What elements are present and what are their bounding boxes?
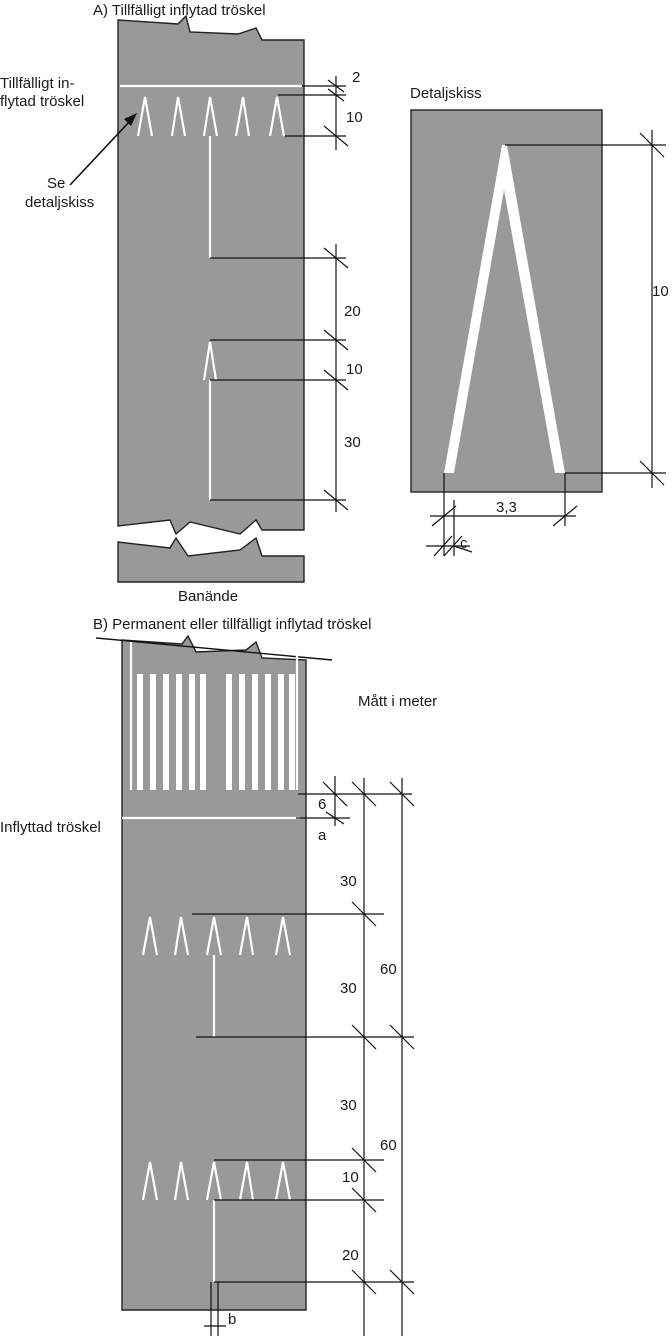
dim-a-2: 2 <box>352 69 360 86</box>
dim-a-10b: 10 <box>346 361 363 378</box>
dim-b-6: 6 <box>318 796 326 813</box>
label-temporary-threshold-2: flytad tröskel <box>0 93 84 110</box>
title-section-a: A) Tillfälligt inflytad tröskel <box>93 2 266 19</box>
arrowhead-row-b-2 <box>141 1161 292 1201</box>
dimension-lines-detail <box>426 130 666 557</box>
label-runway-end: Banände <box>178 588 238 605</box>
threshold-bars <box>137 674 295 790</box>
detail-sketch-title: Detaljskiss <box>410 85 482 102</box>
dim-b-60b: 60 <box>380 1137 397 1154</box>
label-units: Mått i meter <box>358 693 437 710</box>
dim-a-30: 30 <box>344 434 361 451</box>
pointer-arrow <box>69 113 137 186</box>
detail-arrowhead <box>444 145 565 473</box>
dim-b-30a: 30 <box>340 873 357 890</box>
dim-detail-10: 10 <box>652 283 669 300</box>
centerline-arrowhead-a <box>202 341 218 381</box>
label-temporary-threshold-1: Tillfälligt in- <box>0 75 74 92</box>
dim-a-10: 10 <box>346 109 363 126</box>
dim-detail-c: c <box>460 535 468 552</box>
dim-a-20: 20 <box>344 303 361 320</box>
dim-b-10: 10 <box>342 1169 359 1186</box>
dimension-lines-b <box>192 776 415 1336</box>
dim-detail-3-3: 3,3 <box>496 499 517 516</box>
label-displaced-threshold: Inflyttad tröskel <box>0 819 101 836</box>
dim-b-30c: 30 <box>340 1097 357 1114</box>
dim-b-a: a <box>318 827 327 844</box>
arrowhead-row-b-1 <box>141 916 292 956</box>
label-see: Se <box>47 175 65 192</box>
arrowhead-row-a <box>136 96 286 137</box>
title-section-b: B) Permanent eller tillfälligt inflytad … <box>93 616 371 633</box>
runway-a-end-piece <box>117 536 305 583</box>
dim-b-60a: 60 <box>380 961 397 978</box>
dim-b-20: 20 <box>342 1247 359 1264</box>
dim-b-30b: 30 <box>340 980 357 997</box>
label-detail-sketch: detaljskiss <box>25 194 94 211</box>
dimension-lines-a <box>210 76 349 512</box>
dim-b-b: b <box>228 1311 236 1328</box>
runway-a-top-piece <box>117 14 305 536</box>
